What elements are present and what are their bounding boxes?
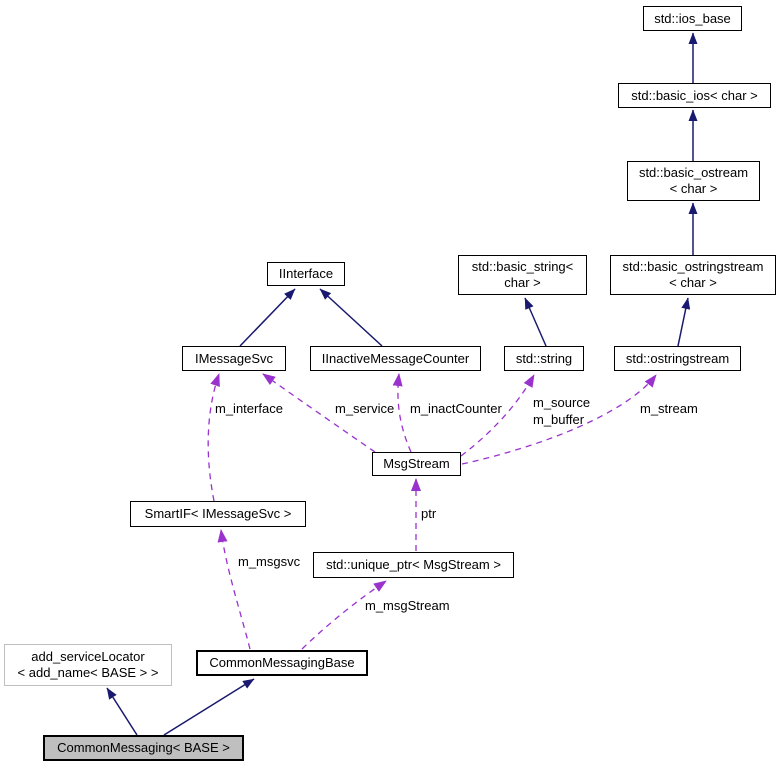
node-std-basic-ios[interactable]: std::basic_ios< char >: [618, 83, 771, 108]
node-std-basic-ostream[interactable]: std::basic_ostream < char >: [627, 161, 760, 201]
node-iinterface[interactable]: IInterface: [267, 262, 345, 286]
node-commonmessaging-base: CommonMessaging< BASE >: [43, 735, 244, 761]
edge-usage-m-inactcounter: [392, 373, 412, 453]
edge-usage-m-service: [262, 373, 376, 453]
node-imessagesvc[interactable]: IMessageSvc: [182, 346, 286, 371]
node-std-ostringstream[interactable]: std::ostringstream: [614, 346, 741, 371]
edge-usage-m-msgsvc: [217, 529, 251, 650]
edge-inheritance-commonmessaging-to-add-servicelocator: [106, 687, 138, 736]
node-msgstream[interactable]: MsgStream: [372, 452, 461, 476]
edge-inheritance-string-to-basic-string: [524, 297, 547, 347]
edge-usage-m-stream: [461, 374, 657, 465]
node-add-servicelocator: add_serviceLocator < add_name< BASE > >: [4, 644, 172, 686]
node-smartif-imessagesvc[interactable]: SmartIF< IMessageSvc >: [130, 501, 306, 527]
edge-inheritance-imessagesvc-to-iinterface: [239, 288, 296, 347]
node-commonmessagingbase[interactable]: CommonMessagingBase: [196, 650, 368, 676]
edge-inheritance-iinactivemessagecounter-to-iinterface: [319, 288, 383, 347]
edge-usage-m-interface: [207, 373, 220, 502]
node-std-basic-string[interactable]: std::basic_string< char >: [458, 255, 587, 295]
node-std-basic-ostringstream[interactable]: std::basic_ostringstream < char >: [610, 255, 776, 295]
edge-inheritance-commonmessaging-to-commonmessagingbase: [163, 678, 255, 736]
edge-usage-m-msgstream: [301, 580, 387, 650]
node-std-ios-base[interactable]: std::ios_base: [643, 6, 742, 31]
node-std-string[interactable]: std::string: [504, 346, 584, 371]
node-std-unique-ptr-msgstream[interactable]: std::unique_ptr< MsgStream >: [313, 552, 514, 578]
edge-usage-m-source-m-buffer: [460, 374, 535, 457]
node-iinactivemessagecounter[interactable]: IInactiveMessageCounter: [310, 346, 481, 371]
edge-inheritance-ostringstream-to-basic-ostringstream: [677, 297, 691, 347]
